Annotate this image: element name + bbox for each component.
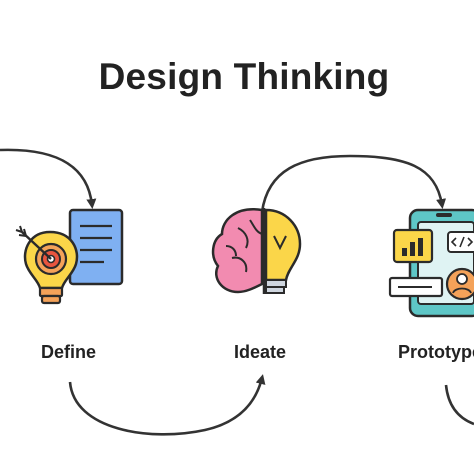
- lightbulb-target-document-icon: [15, 208, 124, 305]
- tablet-prototype-icon: [388, 208, 474, 318]
- diagram-title: Design Thinking: [98, 56, 390, 97]
- brain-lightbulb-icon: [211, 208, 302, 294]
- flow-arrow-define-to-ideate: [68, 374, 266, 436]
- flow-arrow-ideate-to-prototype: [260, 154, 447, 213]
- stage-label-define: Define: [41, 342, 97, 362]
- stage-label-ideate: Ideate: [234, 342, 287, 362]
- flow-arrow-into-define: [0, 148, 97, 209]
- stage-label-prototype: Prototype: [398, 342, 474, 362]
- flow-arrow-prototype-out: [444, 384, 474, 426]
